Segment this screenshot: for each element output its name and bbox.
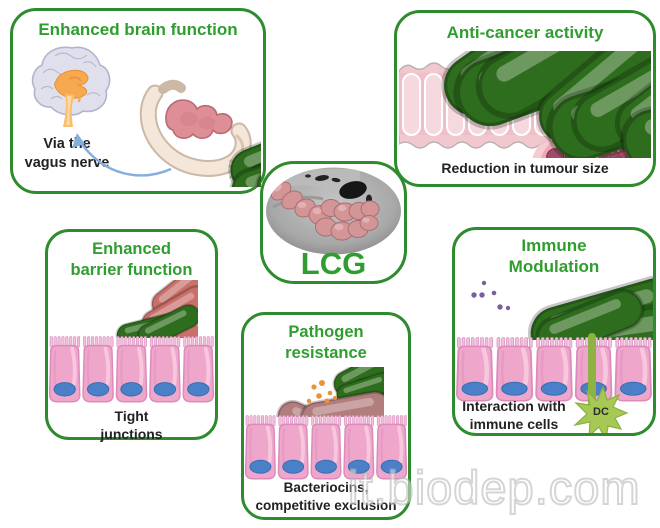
epithelium-barrier (48, 336, 215, 404)
brain-illustration (31, 46, 111, 127)
bacteriocins-caption: Bacteriocins, competitive exclusion (255, 480, 397, 513)
intestine-tumour-illustration (399, 51, 651, 158)
lcg-microscopy-image (266, 167, 401, 255)
gut-illustration (139, 79, 261, 187)
lcg-label: LCG (300, 246, 367, 281)
panel-lcg-center: LCG (260, 161, 407, 284)
immune-panel-title: Immune Modulation (508, 236, 600, 277)
panel-pathogen-resistance: Pathogen resistance Bacteriocins, (241, 312, 411, 520)
epithelium-immune (455, 337, 653, 403)
bacteriocin-dots (306, 380, 337, 404)
immune-molecules (471, 271, 653, 340)
tight-junctions-caption: Tight junctions (100, 408, 163, 443)
panel-barrier-function: Enhanced barrier function Tight junction… (45, 229, 218, 443)
probiotic-rods-immune (523, 271, 653, 340)
panel-anticancer: Anti-cancer activity (394, 10, 656, 187)
barrier-panel-title: Enhanced barrier function (70, 240, 193, 279)
panel-brain-function: Enhanced brain function (10, 8, 266, 194)
pathogen-bacteria (274, 367, 384, 417)
pathogen-panel-title: Pathogen resistance (285, 323, 367, 362)
dc-cell-label: DC (593, 406, 609, 418)
panel-immune-modulation: Immune Modulation (452, 227, 656, 436)
cytokine-dots (471, 280, 511, 311)
brain-panel-title: Enhanced brain function (38, 20, 238, 39)
cancer-panel-title: Anti-cancer activity (446, 23, 604, 42)
tumour-size-caption: Reduction in tumour size (441, 160, 609, 176)
immune-cells-caption: Interaction with immune cells (462, 398, 566, 433)
barrier-bacteria (114, 280, 198, 338)
vagus-nerve-caption: Via the vagus nerve (24, 136, 110, 171)
watermark: it.biodep.com (347, 460, 641, 515)
